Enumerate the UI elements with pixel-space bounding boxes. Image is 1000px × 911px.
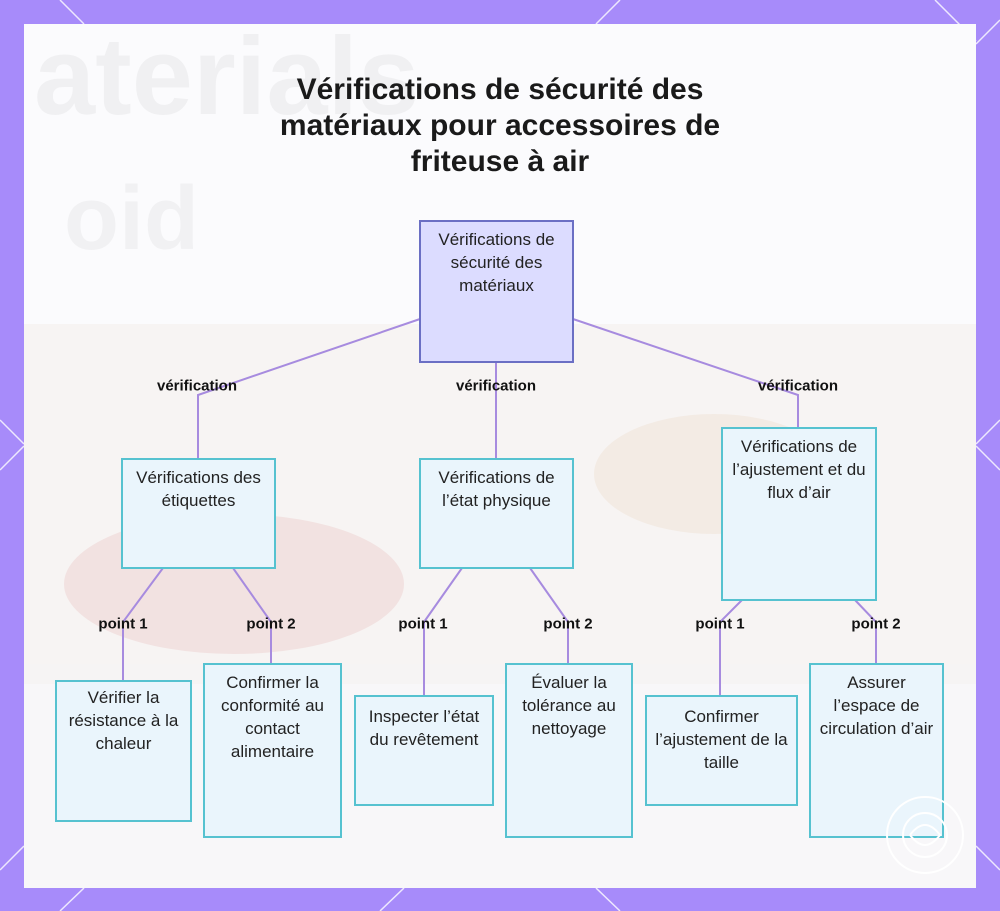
edge-labels-food bbox=[232, 567, 272, 663]
node-size-fit: Confirmer l’ajustement de la taille bbox=[645, 695, 798, 806]
edge-label-point-1c: point 1 bbox=[695, 615, 745, 633]
edge-label-verification-2: vérification bbox=[455, 377, 537, 395]
edge-labels-heat bbox=[122, 567, 164, 680]
edge-label-point-2a: point 2 bbox=[246, 615, 296, 633]
node-cleaning-tolerance: Évaluer la tolérance au nettoyage bbox=[505, 663, 633, 838]
node-labels-checks: Vérifications des étiquettes bbox=[121, 458, 276, 569]
diagram-title: Vérifications de sécurité des matériaux … bbox=[0, 72, 1000, 180]
edge-physical-cleaning bbox=[529, 567, 569, 663]
node-fit-airflow-checks: Vérifications de l’ajustement et du flux… bbox=[721, 427, 877, 601]
edge-label-point-2b: point 2 bbox=[543, 615, 593, 633]
edge-label-point-1b: point 1 bbox=[398, 615, 448, 633]
edge-label-point-1a: point 1 bbox=[98, 615, 148, 633]
watermark-icon bbox=[886, 796, 964, 874]
node-root: Vérifications de sécurité des matériaux bbox=[419, 220, 574, 363]
title-line-3: friteuse à air bbox=[410, 145, 590, 178]
edge-physical-coating bbox=[423, 567, 463, 695]
node-heat-resistance: Vérifier la résistance à la chaleur bbox=[55, 680, 192, 822]
edge-fit-size bbox=[719, 599, 743, 695]
title-line-2: matériaux pour accessoires de bbox=[279, 109, 721, 142]
edge-label-verification-1: vérification bbox=[156, 377, 238, 395]
node-food-contact: Confirmer la conformité au contact alime… bbox=[203, 663, 342, 838]
title-line-1: Vérifications de sécurité des bbox=[296, 73, 704, 106]
node-airflow-space: Assurer l’espace de circulation d’air bbox=[809, 663, 944, 838]
edge-fit-airflow bbox=[854, 599, 877, 663]
node-physical-checks: Vérifications de l’état physique bbox=[419, 458, 574, 569]
edge-label-verification-3: vérification bbox=[757, 377, 839, 395]
node-coating-inspection: Inspecter l’état du revêtement bbox=[354, 695, 494, 806]
edge-label-point-2c: point 2 bbox=[851, 615, 901, 633]
edge-root-fit bbox=[572, 318, 799, 427]
edge-root-labels bbox=[197, 318, 421, 458]
